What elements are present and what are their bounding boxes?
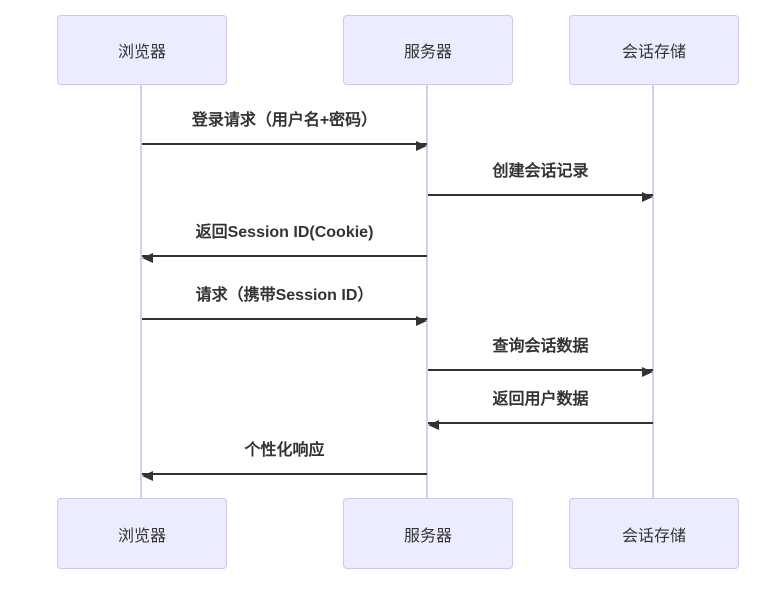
arrowhead-right-icon [416, 141, 427, 151]
message-personalized-response: 个性化响应 [142, 441, 427, 481]
message-arrow-line [142, 471, 427, 481]
message-label: 查询会话数据 [492, 338, 589, 355]
message-return-session-id: 返回Session ID(Cookie) [142, 223, 427, 263]
message-label: 返回用户数据 [492, 391, 589, 408]
actor-label-storage: 会话存储 [621, 44, 686, 61]
actor-label-server: 服务器 [403, 44, 452, 61]
lifeline-browser [140, 85, 142, 498]
actor-box-storage-bottom: 会话存储 [569, 498, 739, 569]
arrowhead-right-icon [416, 316, 427, 326]
message-arrow-line [428, 367, 653, 377]
message-label: 创建会话记录 [492, 163, 589, 180]
message-login-request: 登录请求（用户名+密码） [142, 111, 427, 151]
actor-label-browser: 浏览器 [117, 527, 166, 545]
message-label: 返回Session ID(Cookie) [195, 224, 374, 241]
actor-box-server-bottom: 服务器 [343, 498, 513, 569]
message-query-session-data: 查询会话数据 [428, 337, 653, 377]
message-create-session: 创建会话记录 [428, 162, 653, 202]
arrowhead-left-icon [428, 420, 439, 430]
lifeline-storage [652, 85, 654, 498]
message-return-user-data: 返回用户数据 [428, 390, 653, 430]
message-arrow-line [428, 420, 653, 430]
actor-label-server: 服务器 [403, 527, 452, 545]
message-request-with-session-id: 请求（携带Session ID） [142, 286, 427, 326]
message-arrow-line [142, 141, 427, 151]
actor-box-server-top: 服务器 [343, 15, 513, 85]
arrowhead-right-icon [642, 367, 653, 377]
message-arrow-line [142, 316, 427, 326]
actor-label-browser: 浏览器 [117, 44, 166, 61]
message-arrow-line [142, 253, 427, 263]
message-label: 登录请求（用户名+密码） [191, 112, 378, 129]
arrowhead-right-icon [642, 192, 653, 202]
arrowhead-left-icon [142, 471, 153, 481]
message-label: 请求（携带Session ID） [195, 287, 374, 304]
lifeline-server [426, 85, 428, 498]
message-label: 个性化响应 [244, 442, 325, 459]
arrowhead-left-icon [142, 253, 153, 263]
actor-label-storage: 会话存储 [621, 527, 686, 545]
actor-box-browser-bottom: 浏览器 [57, 498, 227, 569]
message-arrow-line [428, 192, 653, 202]
actor-box-browser-top: 浏览器 [57, 15, 227, 85]
actor-box-storage-top: 会话存储 [569, 15, 739, 85]
